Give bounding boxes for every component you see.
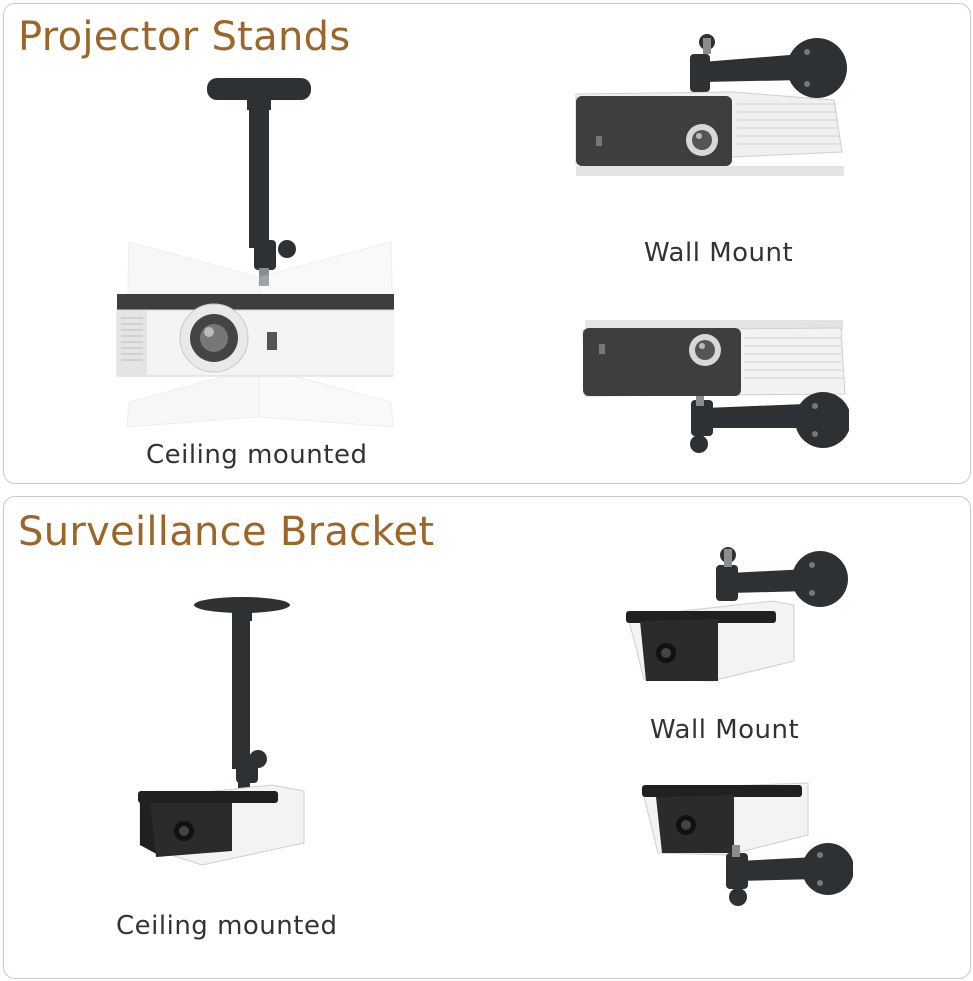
wall-mounted-camera-top-image [626, 547, 848, 682]
projector-stands-panel: Projector Stands [3, 3, 971, 484]
caption-ceiling-mounted: Ceiling mounted [116, 911, 338, 941]
wall-mounted-projector-bottom-image [582, 320, 849, 453]
caption-wall-mount: Wall Mount [644, 238, 794, 268]
section-title: Surveillance Bracket [18, 509, 435, 555]
wall-mounted-projector-top-image [575, 34, 847, 176]
ceiling-mounted-camera-image [138, 597, 305, 866]
surveillance-bracket-panel: Surveillance Bracket Ceiling mounted Wal… [3, 496, 971, 979]
ceiling-mounted-projector-image [116, 78, 394, 428]
caption-wall-mount: Wall Mount [650, 715, 800, 745]
section-title: Projector Stands [18, 14, 351, 60]
caption-ceiling-mounted: Ceiling mounted [146, 440, 368, 470]
wall-mounted-camera-bottom-image [641, 782, 853, 906]
